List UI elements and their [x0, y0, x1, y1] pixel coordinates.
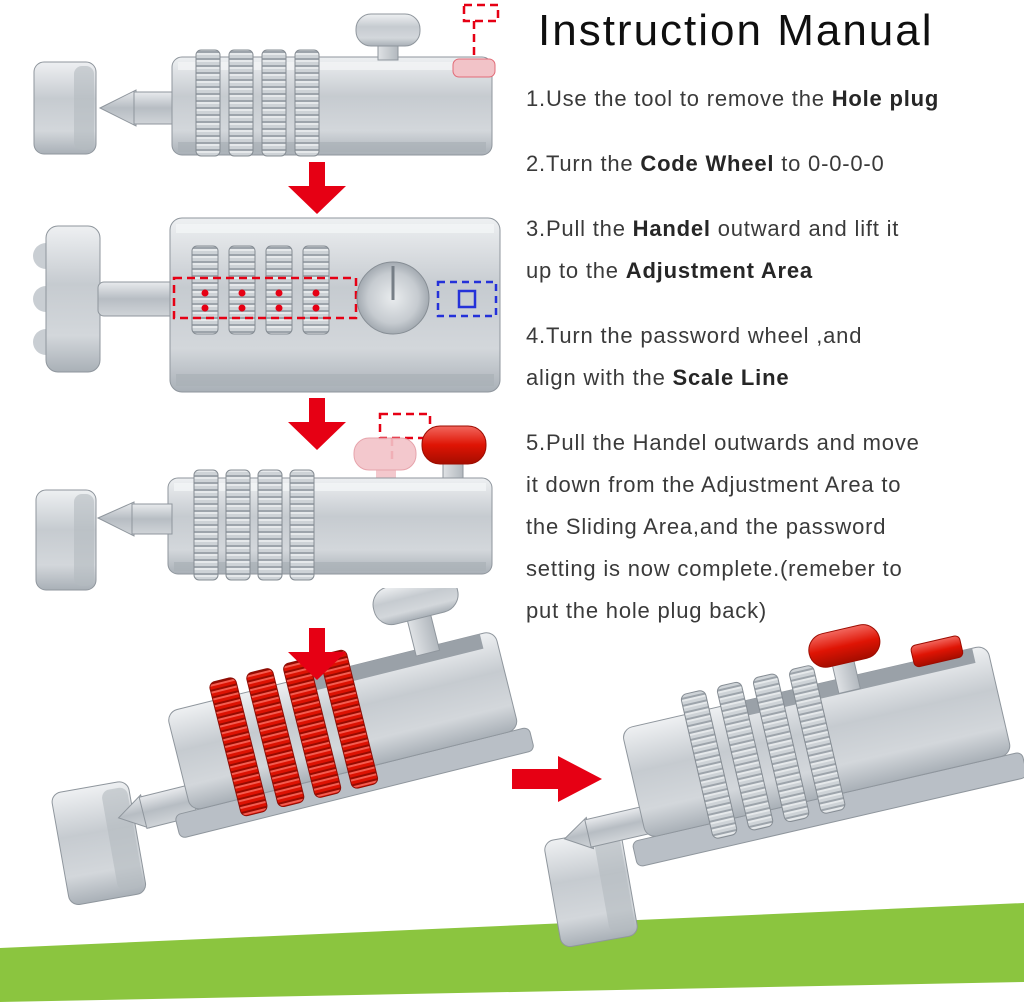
handle-knob: [355, 13, 421, 61]
bolt: [98, 89, 179, 127]
bolt-shaft: [97, 281, 177, 317]
lock-assembled-right: [544, 624, 1024, 948]
handle-knob-red: [808, 624, 881, 668]
steps-list: 1.Use the tool to remove the Hole plug 2…: [518, 78, 1024, 632]
right-arrow-icon: [512, 756, 602, 802]
hole-plug-annotation: [462, 3, 500, 59]
step-3-line-2: up to the Adjustment Area: [526, 250, 1024, 292]
code-wheels: [193, 469, 315, 581]
wall-bracket: [33, 61, 97, 155]
step-text: to 0-0-0-0: [774, 151, 885, 176]
code-wheels: [195, 49, 320, 157]
step3-lock-illustration: [35, 412, 493, 591]
step-3-line-1: 3.Pull the Handel outward and lift it: [526, 208, 1024, 250]
instructions-panel: Instruction Manual 1.Use the tool to rem…: [518, 6, 1024, 655]
down-arrow-icon: [288, 628, 346, 680]
step-text: put the hole plug back): [526, 598, 767, 623]
step-1: 1.Use the tool to remove the Hole plug: [526, 78, 1024, 120]
step-text: 5.Pull the Handel outwards and move: [526, 430, 920, 455]
step-text-bold: Code Wheel: [640, 151, 775, 176]
step-text-bold: Scale Line: [672, 365, 790, 390]
hole-plug-highlight: [452, 58, 496, 78]
step-2: 2.Turn the Code Wheel to 0-0-0-0: [526, 143, 1024, 185]
green-brand-band: [0, 903, 1024, 1002]
wall-bracket: [544, 829, 638, 948]
bolt: [96, 501, 173, 537]
wall-bracket: [35, 489, 97, 591]
down-arrow-icon: [288, 162, 346, 214]
step-4: 4.Turn the password wheel ,and align wit…: [526, 315, 1024, 399]
step-4-line-1: 4.Turn the password wheel ,and: [526, 315, 1024, 357]
step-text: 3.Pull the: [526, 216, 633, 241]
code-wheels-red: [209, 649, 379, 817]
code-wheels: [191, 245, 330, 335]
lock-assembled-left: [51, 588, 534, 906]
step-4-line-2: align with the Scale Line: [526, 357, 1024, 399]
step-text: it down from the Adjustment Area to: [526, 472, 902, 497]
step-3: 3.Pull the Handel outward and lift it up…: [526, 208, 1024, 292]
dial: [356, 261, 430, 335]
step2-lock-illustration: [33, 217, 501, 393]
adjustment-area-marker: [172, 276, 358, 320]
step-5-line-5: put the hole plug back): [526, 590, 1024, 632]
handle-knob: [372, 588, 459, 626]
page-title: Instruction Manual: [538, 6, 934, 55]
step-5-line-3: the Sliding Area,and the password: [526, 506, 1024, 548]
step-text: 2.Turn the: [526, 151, 641, 176]
grip-knob: [33, 225, 101, 373]
step-text: up to the: [526, 258, 626, 283]
wall-bracket: [51, 781, 147, 906]
sliding-area-marker: [436, 280, 498, 318]
step-1-line-1: 1.Use the tool to remove the Hole plug: [526, 78, 1024, 120]
step-text: 4.Turn the password wheel ,and: [526, 323, 863, 348]
step-5: 5.Pull the Handel outwards and move it d…: [526, 422, 1024, 632]
step-text: the Sliding Area,and the password: [526, 514, 887, 539]
step-5-line-4: setting is now complete.(remeber to: [526, 548, 1024, 590]
step-5-line-1: 5.Pull the Handel outwards and move: [526, 422, 1024, 464]
step1-lock-illustration: [33, 3, 500, 157]
step-2-line-1: 2.Turn the Code Wheel to 0-0-0-0: [526, 143, 1024, 185]
hole-plug-red: [910, 635, 964, 668]
step-text-bold: Adjustment Area: [625, 258, 813, 283]
step-text: 1.Use the tool to remove the: [526, 86, 832, 111]
green-band-shape: [0, 903, 1024, 1002]
step5-locks-illustration: [51, 588, 1024, 948]
down-arrow-icon: [288, 398, 346, 450]
step-text: align with the: [526, 365, 673, 390]
step-text: outward and lift it: [710, 216, 900, 241]
step-text: setting is now complete.(remeber to: [526, 556, 903, 581]
lock-body: [169, 217, 501, 393]
step-text-bold: Hole plug: [831, 86, 940, 111]
step-text-bold: Handel: [632, 216, 711, 241]
scale-line-marks: [201, 289, 320, 312]
code-wheels: [680, 665, 846, 839]
step-5-line-2: it down from the Adjustment Area to: [526, 464, 1024, 506]
